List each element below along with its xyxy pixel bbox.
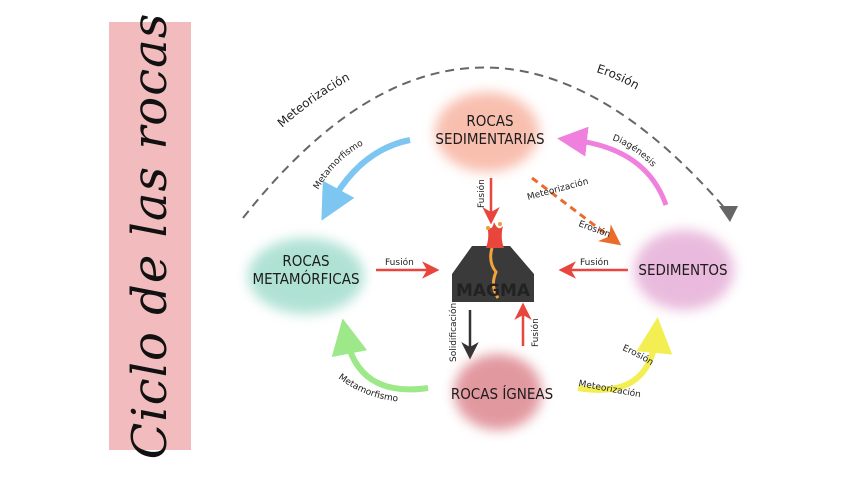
svg-text:SEDIMENTARIAS: SEDIMENTARIAS <box>435 130 544 148</box>
svg-text:ROCAS: ROCAS <box>466 112 513 130</box>
label-fusion-sedimentarias: Fusión <box>476 179 487 208</box>
node-rocas-igneas: ROCAS ÍGNEAS <box>451 354 553 430</box>
svg-text:ROCAS: ROCAS <box>282 252 329 270</box>
arrow-meteorizacion-bottom <box>577 317 673 393</box>
meteorizacion-erosion-arc <box>242 66 729 219</box>
arrow-meteorizacion-erosion-dashed <box>531 176 622 246</box>
label-fusion-metamorficas: Fusión <box>385 257 414 268</box>
svg-text:METAMÓRFICAS: METAMÓRFICAS <box>252 269 359 288</box>
title-band <box>109 22 191 450</box>
label-fusion-igneas: Fusión <box>530 318 541 347</box>
node-sedimentos: SEDIMENTOS <box>634 230 734 310</box>
arc-arrowhead <box>719 206 738 222</box>
magma-label: MAGMA <box>456 281 531 301</box>
node-rocas-sedimentarias: ROCAS SEDIMENTARIAS <box>435 92 545 172</box>
arrow-metamorfismo-bottom <box>331 318 429 393</box>
label-erosion-top: Erosión <box>595 62 642 93</box>
label-solidificacion: Solidificación <box>448 303 459 362</box>
label-erosion-mid: Erosión <box>577 218 612 240</box>
magma-volcano: MAGMA <box>452 222 534 302</box>
svg-text:SEDIMENTOS: SEDIMENTOS <box>638 261 727 279</box>
node-rocas-metamorficas: ROCAS METAMÓRFICAS <box>248 238 364 314</box>
svg-text:ROCAS ÍGNEAS: ROCAS ÍGNEAS <box>451 384 553 403</box>
arrow-metamorfismo-top <box>321 137 411 221</box>
label-fusion-sedimentos: Fusión <box>580 257 609 268</box>
arrow-diagenesis <box>557 126 669 206</box>
